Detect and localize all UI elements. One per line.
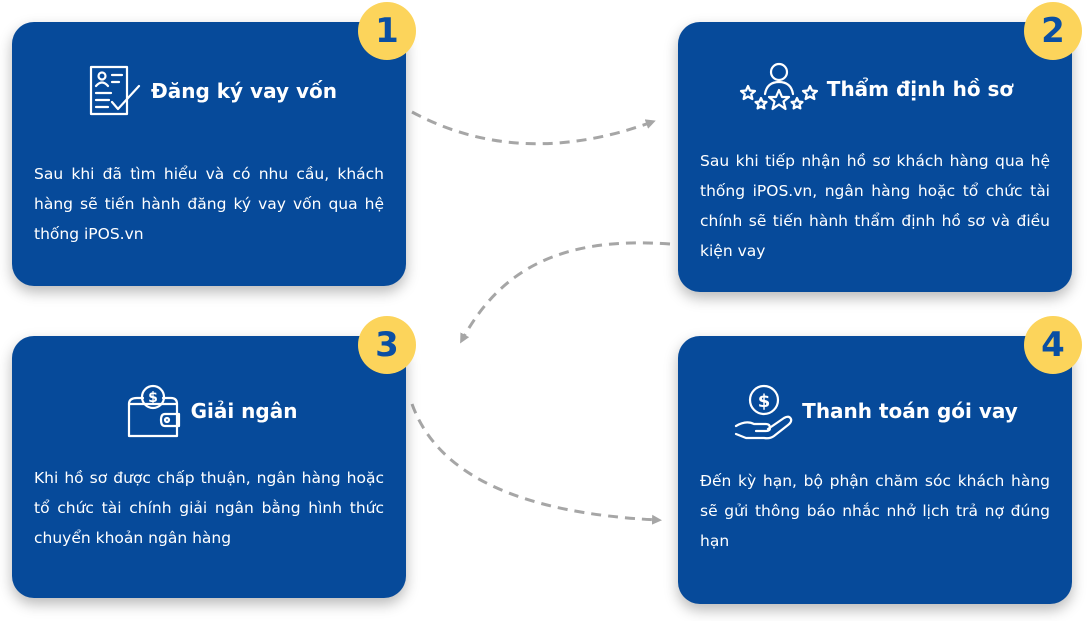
step-number-badge: 2 xyxy=(1024,2,1082,60)
svg-text:$: $ xyxy=(148,390,158,406)
step-card-2: 2 Thẩm định hồ sơ Sau khi tiếp nhận hồ s… xyxy=(678,2,1082,292)
step-number-badge: 1 xyxy=(358,2,416,60)
step-title: Thanh toán gói vay xyxy=(802,399,1018,423)
hand-dollar-icon: $ xyxy=(735,384,793,440)
step-title: Thẩm định hồ sơ xyxy=(826,77,1014,101)
svg-text:$: $ xyxy=(758,391,771,412)
step-description: Sau khi đã tìm hiểu và có nhu cầu, khách… xyxy=(34,165,384,243)
wallet-coin-icon: $ xyxy=(127,384,180,438)
step-number-badge: 3 xyxy=(358,316,416,374)
step-number-badge: 4 xyxy=(1024,316,1082,374)
step-title: Giải ngân xyxy=(190,399,298,423)
step-title: Đăng ký vay vốn xyxy=(150,79,337,103)
connector-1-to-2 xyxy=(411,110,656,146)
step-description: Khi hồ sơ được chấp thuận, ngân hàng hoặ… xyxy=(34,469,384,547)
step-description: Đến kỳ hạn, bộ phận chăm sóc khách hàng … xyxy=(700,472,1050,550)
step-card-1: 1 Đăng ký vay vốn Sau khi đã tìm hiểu và… xyxy=(12,2,416,286)
step-description: Sau khi tiếp nhận hồ sơ khách hàng qua h… xyxy=(700,152,1050,260)
step-card-4: 4 $ Thanh toán gói vay Đến kỳ hạn, bộ ph… xyxy=(678,316,1082,604)
registration-form-icon xyxy=(89,65,141,116)
connector-3-to-4 xyxy=(410,403,662,525)
connector-2-to-3 xyxy=(460,241,671,344)
user-rating-stars-icon xyxy=(739,62,818,111)
step-card-3: 3 $ Giải ngân Khi hồ sơ được chấp thuận,… xyxy=(12,316,416,598)
